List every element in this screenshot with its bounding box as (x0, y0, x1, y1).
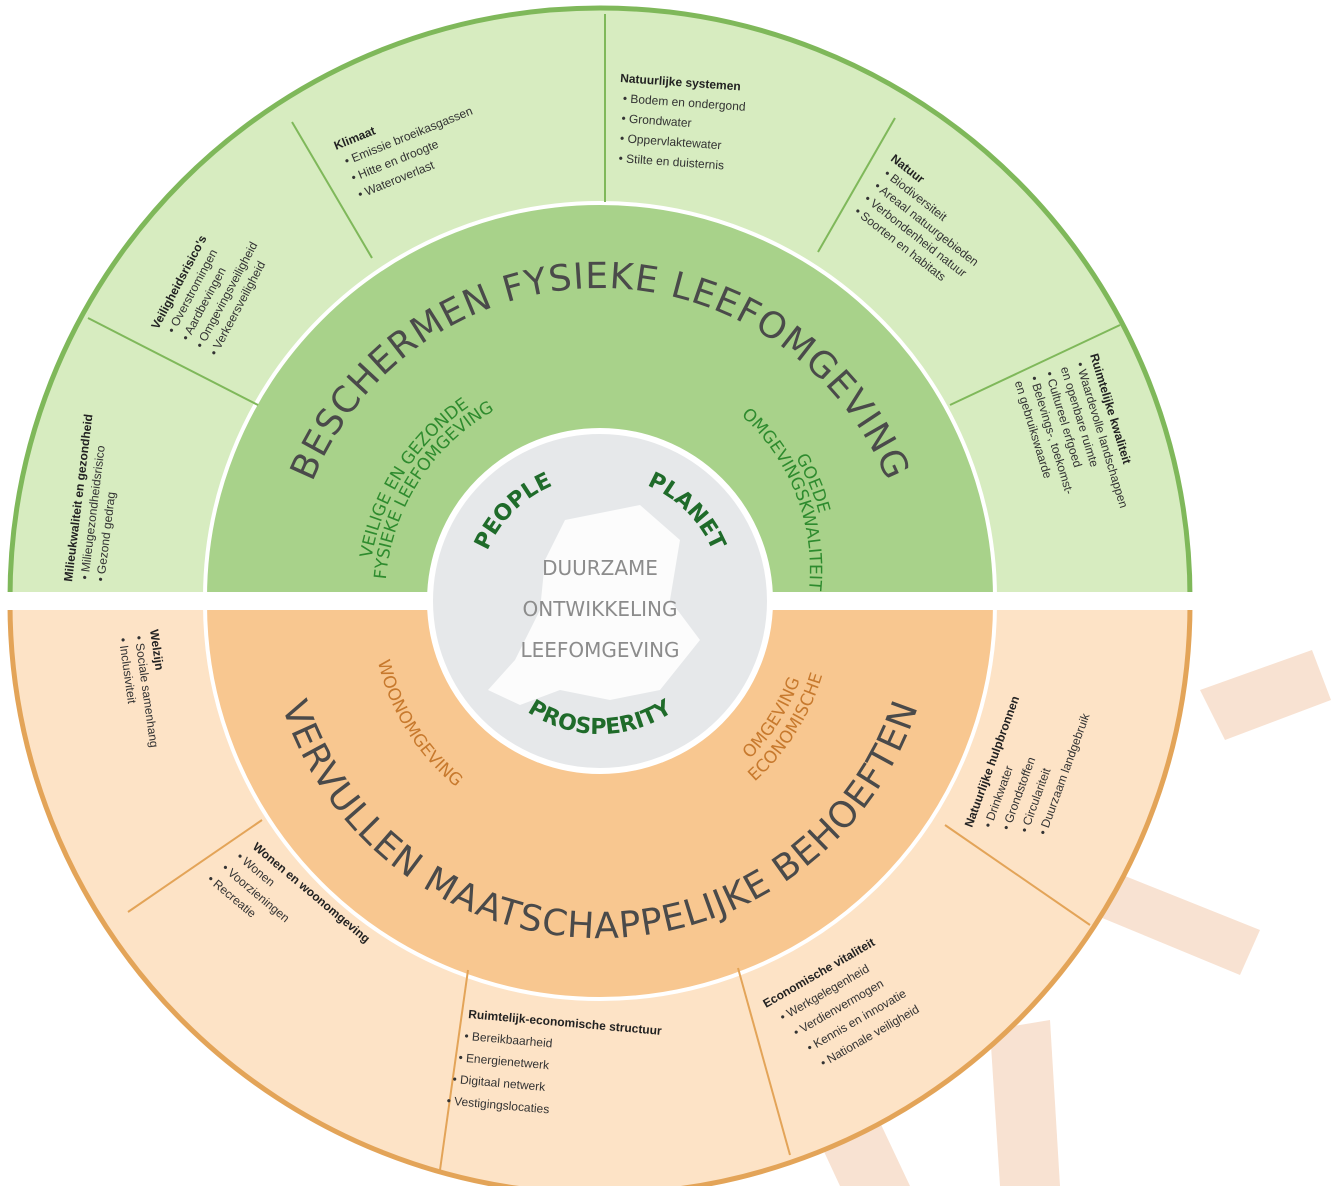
segment-title: Welzijn (147, 628, 167, 671)
upper-segment-dividers (87, 14, 1121, 406)
center-line-3: LEEFOMGEVING (520, 638, 679, 662)
netherlands-map-silhouette (488, 505, 700, 705)
lower-inner-ring (202, 602, 998, 1001)
center-line-1: DUURZAME (542, 556, 658, 580)
lower-segment-dividers (127, 819, 1091, 1171)
upper-inner-ring (202, 201, 998, 600)
segment-item: • Grondwater (621, 111, 692, 130)
center-line-2: ONTWIKKELING (523, 597, 678, 621)
